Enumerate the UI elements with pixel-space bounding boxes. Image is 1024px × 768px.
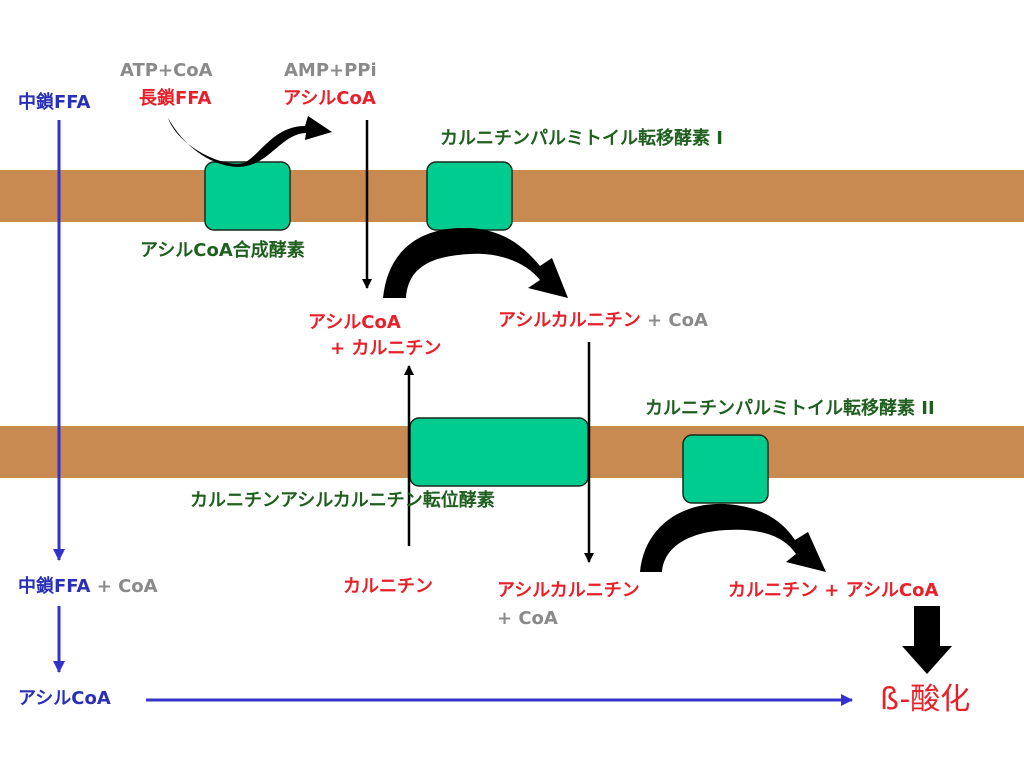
cpt2-curved-arrow	[640, 503, 826, 572]
synthase-curved-arrow	[168, 116, 332, 167]
atp-coa-label: ATP+CoA	[120, 60, 213, 81]
cpt2-enzyme	[682, 434, 769, 504]
acyl-carnitine-mid-label: アシルカルニチン	[498, 310, 641, 331]
beta-oxidation-label: ß-酸化	[880, 682, 971, 717]
acyl-carnitine-bottom-label: アシルカルニチン	[497, 580, 640, 601]
acyl-coa-mid-label: アシルCoA	[308, 312, 401, 333]
plus-coa-mid-label: + CoA	[640, 310, 708, 331]
plus-coa-bottom-label: + CoA	[90, 576, 158, 597]
medium-ffa-bottom-label: 中鎖FFA	[18, 576, 91, 597]
acyl-coa-bottom-label: アシルCoA	[18, 688, 111, 709]
cpt1-label: カルニチンパルミトイル転移酵素 I	[440, 128, 723, 149]
plus-coa-bottom2-label: + CoA	[497, 608, 558, 629]
acyl-coa-top-label: アシルCoA	[283, 88, 376, 109]
acyl-coa-synthase-enzyme	[204, 161, 291, 231]
long-ffa-label: 長鎖FFA	[139, 88, 212, 109]
beta-oxidation-block-arrow	[902, 606, 952, 674]
translocase-enzyme	[409, 417, 589, 487]
carnitine-acyl-coa-label: カルニチン + アシルCoA	[728, 580, 939, 601]
amp-ppi-label: AMP+PPi	[284, 60, 377, 81]
carnitine-bottom-label: カルニチン	[343, 576, 433, 597]
translocase-label: カルニチンアシルカルニチン転位酵素	[190, 490, 495, 511]
cpt1-curved-arrow	[383, 227, 568, 298]
cpt2-label: カルニチンパルミトイル転移酵素 II	[645, 398, 935, 419]
acyl-carnitine-coa-mid: アシルカルニチン + CoA	[498, 310, 708, 332]
medium-ffa-coa-bottom: 中鎖FFA + CoA	[18, 576, 158, 598]
cpt1-enzyme	[426, 161, 513, 231]
medium-ffa-label: 中鎖FFA	[18, 92, 91, 113]
acyl-coa-synthase-label: アシルCoA合成酵素	[140, 240, 305, 261]
plus-carnitine-label: + カルニチン	[330, 338, 442, 359]
